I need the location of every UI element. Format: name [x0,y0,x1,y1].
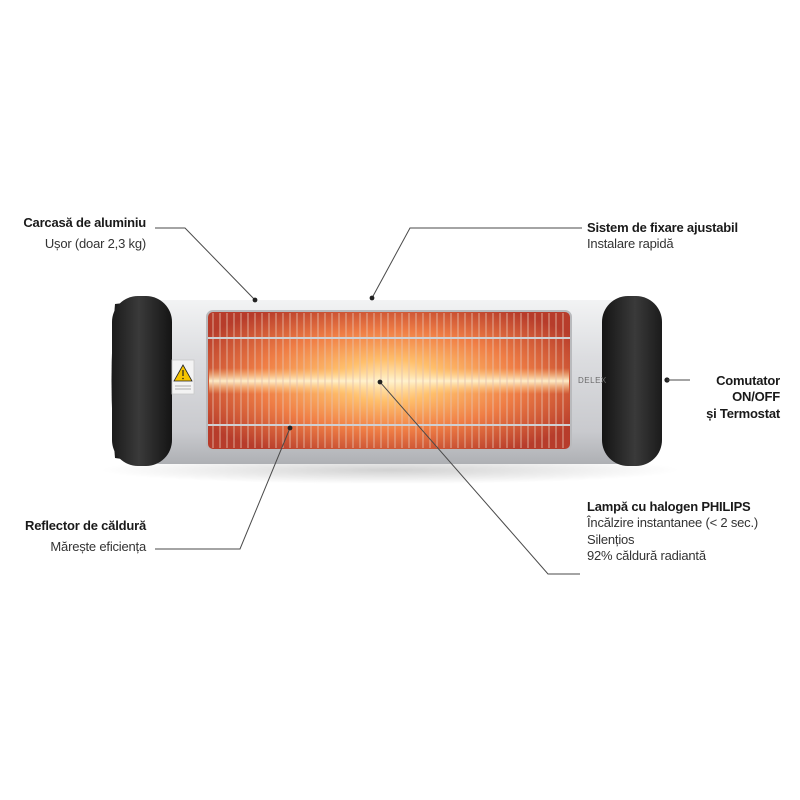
left-endcap [112,296,172,466]
housing-title: Carcasă de aluminiu [23,215,146,230]
warning-label [171,359,195,395]
switch-line3: și Termostat [706,405,780,421]
lamp-feature-2: Silențios [587,531,635,547]
mount-subtitle: Instalare rapidă [587,236,674,252]
callout-lamp: Lampă cu halogen PHILIPS Încălzire insta… [587,499,797,564]
callout-switch: Comutator ON/OFF și Termostat [660,373,780,422]
callout-lines [155,227,690,575]
housing-subtitle: Ușor (doar 2,3 kg) [44,236,146,252]
switch-line2: ON/OFF [732,389,780,405]
lamp-feature-3: 92% căldură radiantă [587,547,706,563]
callout-mount: Sistem de fixare ajustabil Instalare rap… [587,220,787,253]
lamp-feature-1: Încălzire instantanee (< 2 sec.) [587,515,758,531]
reflector-subtitle: Mărește eficiența [50,539,146,555]
callout-housing: Carcasă de aluminiu Ușor (doar 2,3 kg) [10,215,146,253]
halogen-lamp [209,368,569,394]
mount-title: Sistem de fixare ajustabil [587,220,738,235]
right-endcap [602,296,662,466]
switch-line1: Comutator [716,373,780,388]
reflector-title: Reflector de căldură [25,518,146,533]
brand-logo: DELEX [578,376,607,385]
lamp-title: Lampă cu halogen PHILIPS [587,499,751,514]
callout-reflector: Reflector de căldură Mărește eficiența [10,518,146,556]
